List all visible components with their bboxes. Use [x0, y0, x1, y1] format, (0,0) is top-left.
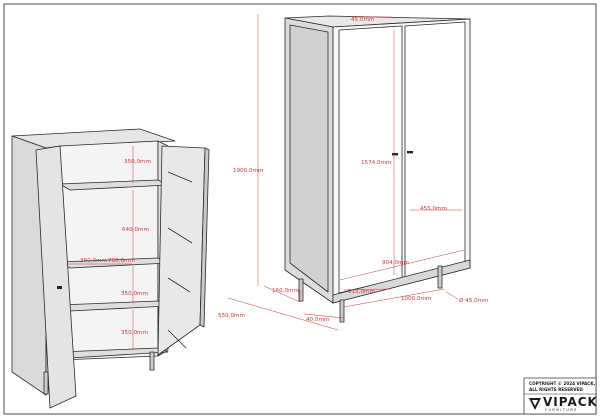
left-door-handle-icon [392, 153, 398, 156]
dim-handle-offset: 455,0mm [420, 206, 447, 212]
wardrobe-leg-front-left [339, 299, 345, 323]
dim-shelf-width: 760,0mm [108, 258, 135, 264]
cabinet-back-panel [59, 140, 159, 361]
rights-text: ALL RIGHTS RESERVED [529, 387, 583, 392]
dim-shelf-depth: 360,0mm [80, 258, 107, 264]
wardrobe-bottom-rail [332, 259, 471, 304]
dim-top-frame: 45,0mm [351, 17, 374, 23]
open-cabinet-view [11, 128, 210, 409]
closed-view-dimension-lines [227, 14, 465, 331]
open-view-dimension-lines [66, 146, 134, 350]
brand-name: VIPACK [543, 395, 598, 409]
title-block: COPYRIGHT © 2024 VIPACK, ALL RIGHTS RESE… [523, 377, 598, 415]
dim-door-height: 1574,0mm [361, 160, 391, 166]
dim-depth: 550,0mm [218, 313, 245, 319]
door-rail-3 [167, 277, 191, 293]
vipack-logo-icon [529, 398, 541, 410]
right-door-edge [199, 147, 210, 328]
copyright-text: COPYRIGHT © 2024 VIPACK, [529, 381, 596, 386]
left-door-handle-icon [57, 286, 62, 289]
wardrobe-side-inset [289, 24, 329, 293]
dim-total-height: 1900,0mm [233, 168, 263, 174]
dim-side-thickness: 40,0mm [306, 317, 329, 323]
closed-wardrobe-view [284, 15, 471, 323]
leg-front-left [43, 371, 49, 395]
dim-leg-diameter: Ø 45,0mm [459, 297, 489, 304]
dim-total-width: 1000,0mm [401, 296, 431, 302]
dim-bottom-gap: 350,0mm [121, 330, 148, 336]
door-rail-2 [167, 227, 193, 244]
wardrobe-leg-back-left [298, 278, 304, 302]
wardrobe-leg-front-right [437, 265, 443, 289]
brand-sub: FURNITURE [545, 408, 578, 412]
door-rail-1 [167, 171, 193, 183]
door-rail-4 [167, 329, 187, 349]
dim-inner-width: 904,0mm [382, 260, 409, 266]
left-door [35, 145, 77, 409]
dim-top-shelf-gap: 350,0mm [124, 159, 151, 165]
dim-upper-height: 640,0mm [122, 227, 149, 233]
right-door-handle-icon [407, 151, 413, 154]
sheet-border [3, 3, 597, 415]
leg-front-right [149, 351, 155, 371]
dim-mid-gap: 350,0mm [121, 291, 148, 297]
dim-leg-height: 160,0mm [272, 288, 299, 294]
wardrobe-right-door [404, 21, 466, 278]
dim-base-offset: 115,0mm [348, 289, 375, 295]
